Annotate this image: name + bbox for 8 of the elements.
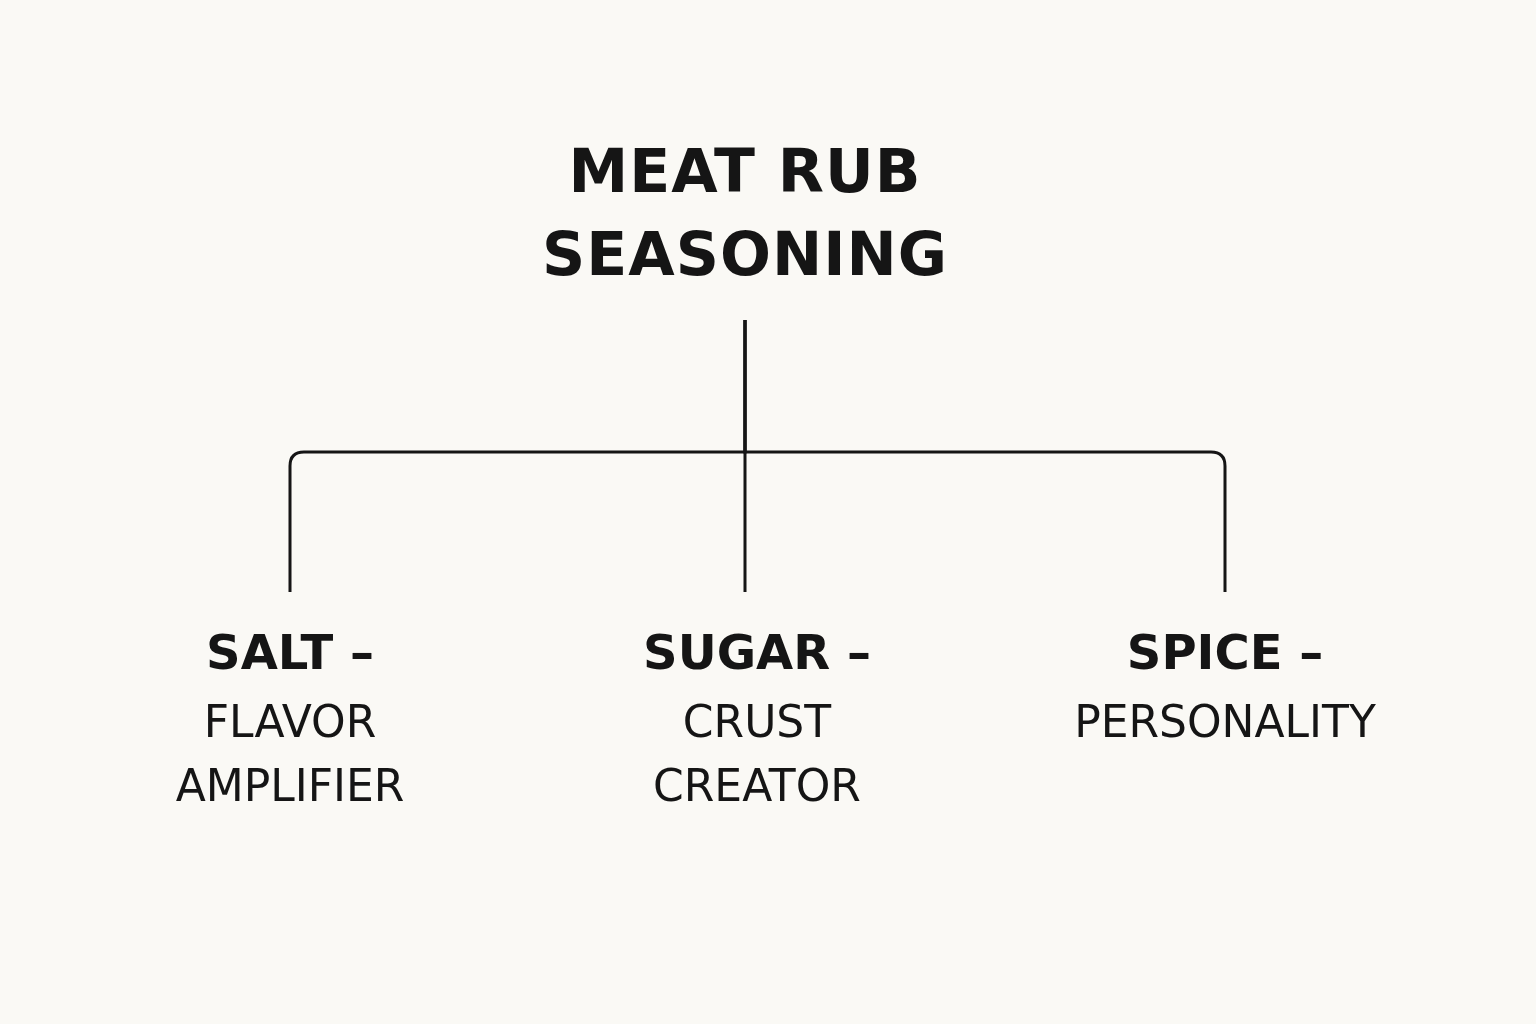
category-description: CRUST CREATOR: [652, 695, 862, 813]
root-node-label: MEAT RUB SEASONING: [541, 135, 949, 291]
category-heading: SPICE –: [1126, 623, 1324, 682]
category-description: FLAVOR AMPLIFIER: [174, 695, 406, 813]
category-description: PERSONALITY: [1074, 695, 1376, 749]
category-heading: SALT –: [206, 623, 374, 682]
category-heading: SUGAR –: [643, 623, 871, 682]
connector-line: [743, 320, 1227, 592]
